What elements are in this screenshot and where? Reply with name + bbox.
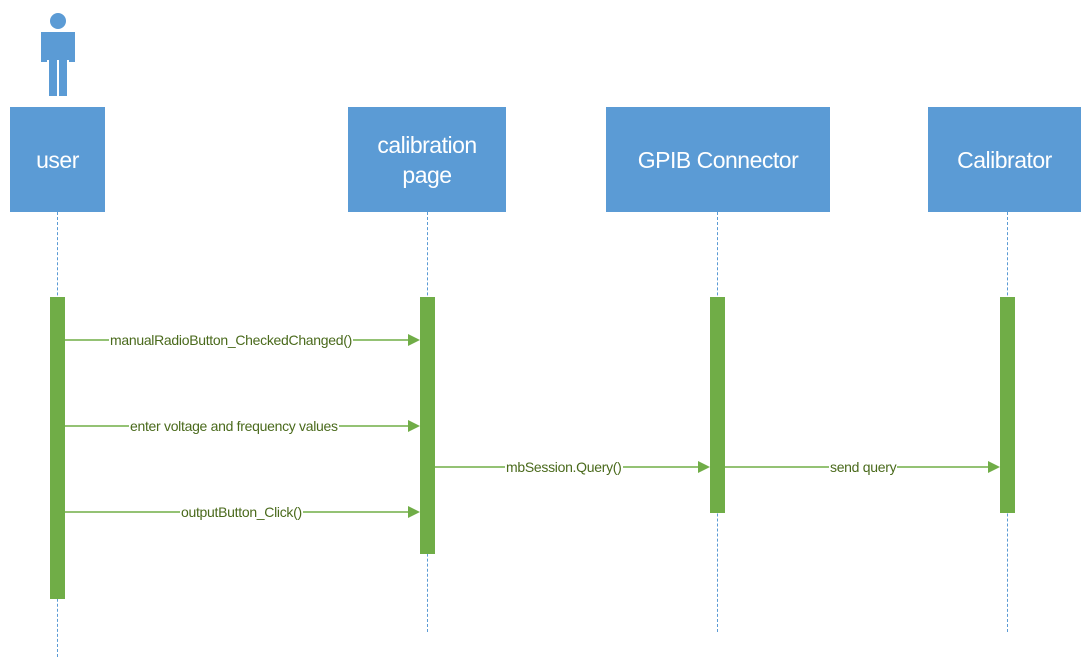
message-label-output-button: outputButton_Click() [180, 504, 303, 520]
lifeline-calibrator-label: Calibrator [957, 146, 1052, 173]
message-arrowhead-output-button [408, 506, 420, 518]
lifeline-calibrator: Calibrator [928, 107, 1081, 212]
lifeline-calibration-page-label: calibration page [377, 131, 477, 188]
activation-calibration-page [420, 297, 435, 554]
message-arrowhead-send-query [988, 461, 1000, 473]
message-label-manual-radio: manualRadioButton_CheckedChanged() [109, 332, 353, 348]
lifeline-user: user [10, 107, 105, 212]
lifeline-gpib-connector-label: GPIB Connector [637, 146, 799, 173]
activation-calibrator [1000, 297, 1015, 513]
person-icon [41, 13, 75, 96]
message-arrowhead-enter-values [408, 420, 420, 432]
message-arrowhead-mbsession-query [698, 461, 710, 473]
message-label-mbsession-query: mbSession.Query() [505, 459, 623, 475]
lifeline-gpib-connector: GPIB Connector [606, 107, 830, 212]
message-arrowhead-manual-radio [408, 334, 420, 346]
message-label-send-query: send query [829, 459, 898, 475]
lifeline-user-label: user [36, 146, 79, 173]
activation-gpib-connector [710, 297, 725, 513]
activation-user [50, 297, 65, 599]
lifeline-calibration-page: calibration page [348, 107, 506, 212]
message-label-enter-values: enter voltage and frequency values [129, 418, 339, 434]
